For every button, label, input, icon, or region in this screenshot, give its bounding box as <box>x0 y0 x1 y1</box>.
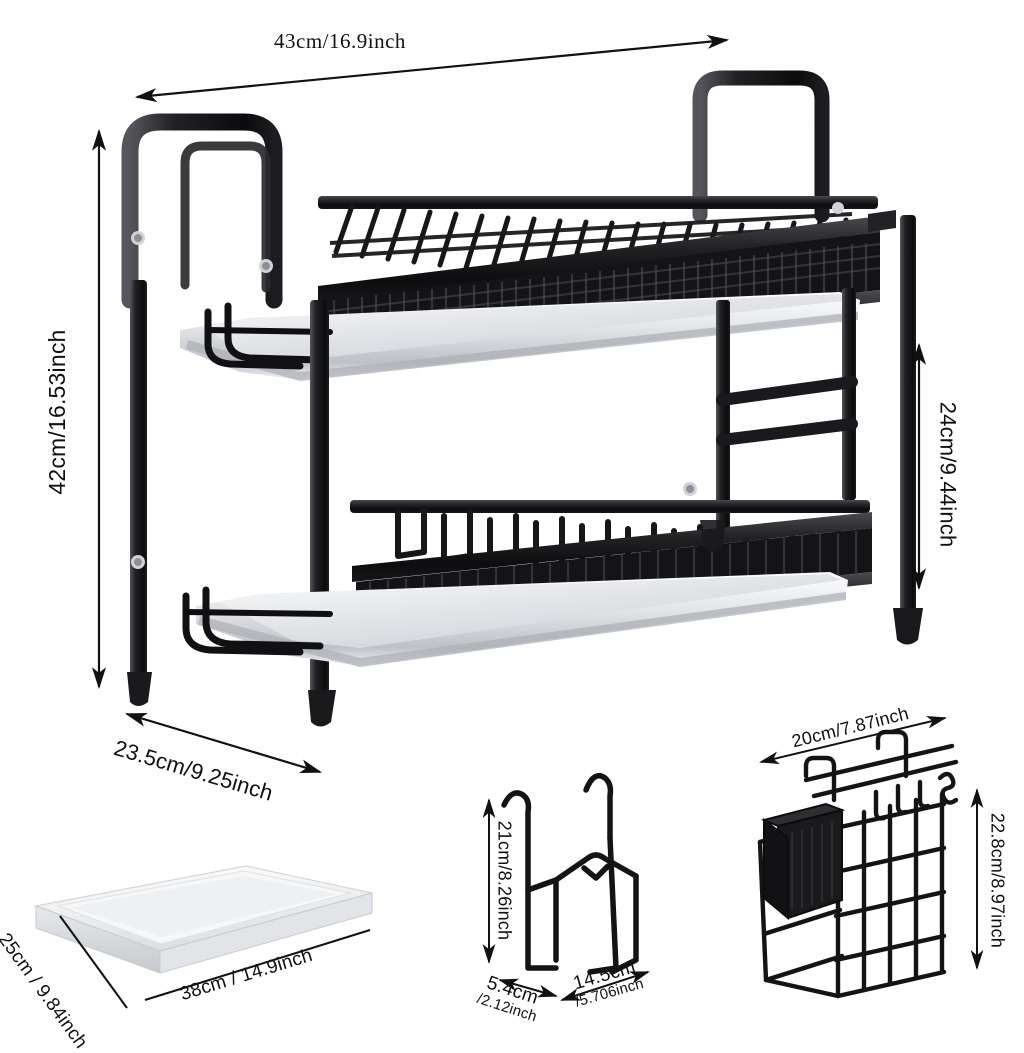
hook-width-dimension-label: 14.5cm /5.706inch <box>571 956 646 1011</box>
hook-depth-dimension-label: 5.4cm /2.12inch <box>474 972 541 1026</box>
main-rack-illustration <box>110 70 940 730</box>
depth-dimension-label: 23.5cm/9.25inch <box>111 735 276 806</box>
tray-depth-dimension-label: 25cm / 9.84inch <box>0 929 92 1053</box>
basket-height-dimension-label: 22.8cm/8.97inch <box>987 812 1008 948</box>
height-dimension-label: 42cm/16.53inch <box>43 329 70 495</box>
width-dimension-label: 43cm/16.9inch <box>274 29 406 53</box>
tray-width-dimension-label: 38cm / 14.9inch <box>177 944 315 1006</box>
product-dimension-diagram: 43cm/16.9inch 42cm/16.53inch 24cm/9.44in… <box>0 29 1008 1053</box>
tier-height-dimension-label: 24cm/9.44inch <box>935 401 961 548</box>
hook-height-dimension-label: 21cm/8.26inch <box>494 820 515 941</box>
